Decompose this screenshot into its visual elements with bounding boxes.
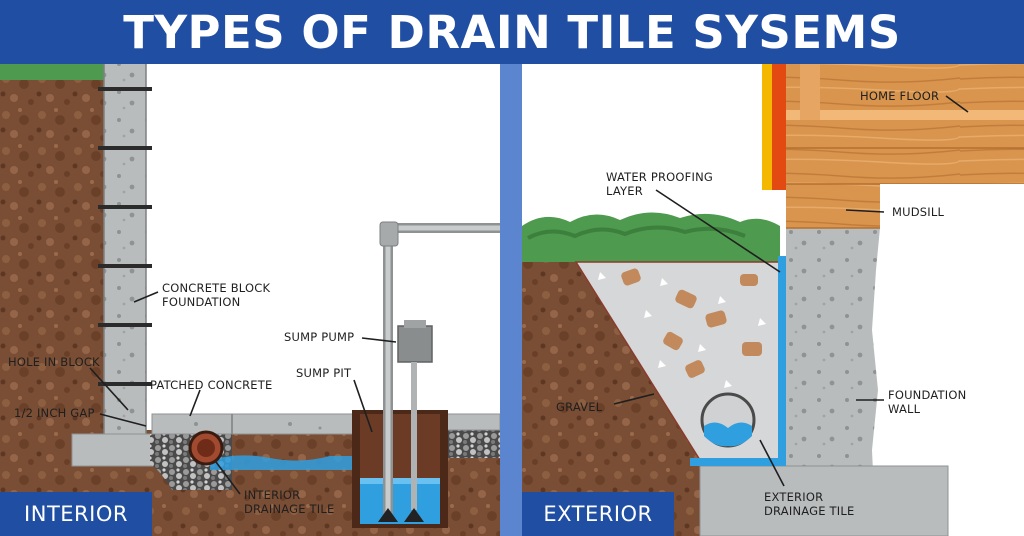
interior-leader-lines: [89, 291, 397, 495]
foundation-wall: [786, 228, 880, 536]
label-sump-pit: SUMP PIT: [296, 366, 352, 380]
house-framing: [786, 64, 1024, 229]
interior-tag: INTERIOR: [0, 492, 152, 536]
page-title: TYPES OF DRAIN TILE SYSEMS: [123, 5, 901, 59]
panel-divider: [500, 64, 522, 536]
exterior-panel: [522, 64, 1024, 536]
floor-slab: [151, 413, 361, 435]
sump-pit: [352, 410, 448, 528]
exterior-grass: [522, 212, 780, 262]
interior-panel: [0, 64, 501, 536]
label-sump-pump: SUMP PUMP: [284, 330, 355, 344]
interior-grass: [0, 64, 104, 80]
label-home-floor: HOME FLOOR: [860, 89, 940, 103]
label-patched-concrete: PATCHED CONCRETE: [150, 378, 273, 392]
label-interior-drainage-tile: INTERIOR DRAINAGE TILE: [244, 488, 335, 516]
interior-water: [210, 455, 360, 470]
label-gravel: GRAVEL: [556, 400, 603, 414]
sump-pump-assembly: [378, 221, 500, 522]
concrete-block-wall: [98, 64, 152, 436]
scene-illustration: [0, 64, 1024, 536]
title-banner: TYPES OF DRAIN TILE SYSEMS: [0, 0, 1024, 64]
label-concrete-block-foundation: CONCRETE BLOCK FOUNDATION: [162, 281, 271, 309]
label-foundation-wall: FOUNDATION WALL: [888, 388, 967, 416]
label-exterior-drainage-tile: EXTERIOR DRAINAGE TILE: [764, 490, 855, 518]
exterior-leader-lines: [613, 95, 969, 487]
label-water-proofing-layer: WATER PROOFING LAYER: [606, 170, 714, 198]
exterior-tag: EXTERIOR: [522, 492, 674, 536]
label-hole-in-block: HOLE IN BLOCK: [8, 355, 100, 369]
label-mudsill: MUDSILL: [892, 205, 945, 219]
label-half-inch-gap: 1/2 INCH GAP: [14, 406, 95, 420]
